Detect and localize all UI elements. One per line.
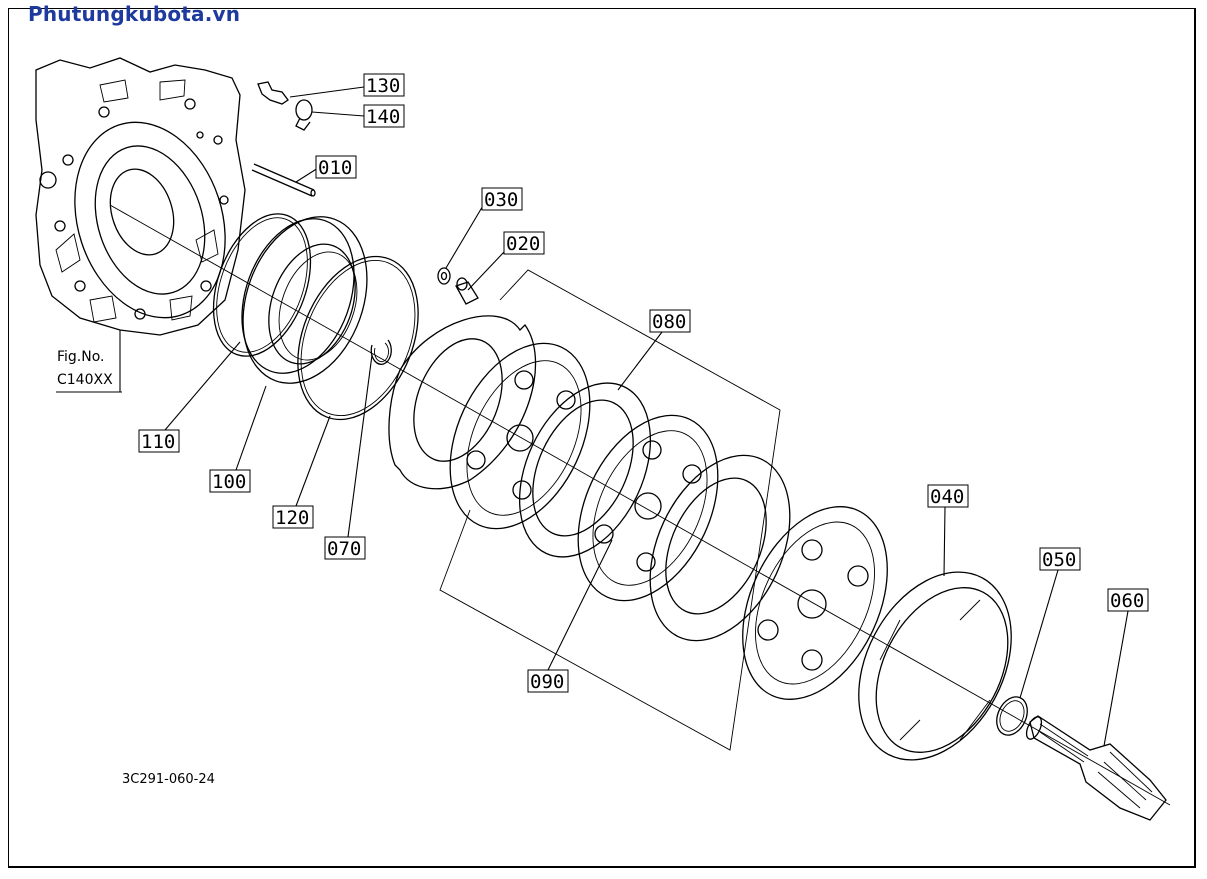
part-label-120[interactable]: 120 <box>272 505 314 529</box>
collar-part <box>455 277 479 305</box>
site-title: Phutungkubota.vn <box>28 2 241 26</box>
part-label-090[interactable]: 090 <box>527 669 569 693</box>
svg-text:Fig.No.: Fig.No. <box>57 349 105 365</box>
friction-disc-part-2 <box>577 414 719 602</box>
snap-ring-part <box>370 339 392 365</box>
shaft-part <box>1025 715 1167 821</box>
part-label-040[interactable]: 040 <box>927 484 969 508</box>
part-label-050[interactable]: 050 <box>1039 547 1081 571</box>
friction-disc-part-3 <box>742 506 888 700</box>
pressure-plate-part <box>388 315 537 490</box>
transmission-housing <box>35 57 246 336</box>
part-label-130[interactable]: 130 <box>363 73 405 97</box>
svg-text:020: 020 <box>506 233 540 255</box>
drawing-frame <box>8 8 1196 868</box>
part-label-100[interactable]: 100 <box>209 469 251 493</box>
o-ring-large-part <box>212 213 312 357</box>
svg-text:100: 100 <box>212 471 246 493</box>
assembly-axis <box>109 204 1171 806</box>
leader-lines <box>119 86 1129 747</box>
separator-plate-part-2 <box>649 454 791 642</box>
part-label-010[interactable]: 010 <box>315 155 357 179</box>
part-label-070[interactable]: 070 <box>324 536 366 560</box>
drawing-code: 3C291-060-24 <box>122 772 215 787</box>
svg-text:140: 140 <box>366 106 400 128</box>
brake-ring-part <box>858 571 1012 761</box>
svg-text:060: 060 <box>1110 590 1144 612</box>
part-label-110[interactable]: 110 <box>138 429 180 453</box>
friction-disc-part <box>449 342 591 530</box>
part-label-020[interactable]: 020 <box>503 231 545 255</box>
svg-text:120: 120 <box>275 507 309 529</box>
washer-part <box>437 267 451 285</box>
bleeder-cap-part <box>295 99 313 131</box>
part-label-140[interactable]: 140 <box>363 104 405 128</box>
figure-reference[interactable]: Fig.No. C140XX <box>56 349 122 393</box>
svg-text:070: 070 <box>327 538 361 560</box>
svg-text:130: 130 <box>366 75 400 97</box>
svg-text:C140XX: C140XX <box>57 372 113 388</box>
svg-text:050: 050 <box>1042 549 1076 571</box>
bleeder-screw-part <box>257 81 289 105</box>
part-label-080[interactable]: 080 <box>649 309 691 333</box>
svg-text:010: 010 <box>318 157 352 179</box>
o-ring-part <box>297 255 419 421</box>
svg-text:040: 040 <box>930 486 964 508</box>
svg-text:110: 110 <box>141 431 175 453</box>
svg-text:090: 090 <box>530 671 564 693</box>
part-label-060[interactable]: 060 <box>1107 588 1149 612</box>
svg-text:030: 030 <box>484 189 518 211</box>
pin-part <box>251 163 316 197</box>
part-label-030[interactable]: 030 <box>481 187 523 211</box>
separator-plate-part <box>518 382 652 558</box>
piston-part <box>241 216 368 384</box>
group-bracket <box>439 269 781 751</box>
svg-text:080: 080 <box>652 311 686 333</box>
